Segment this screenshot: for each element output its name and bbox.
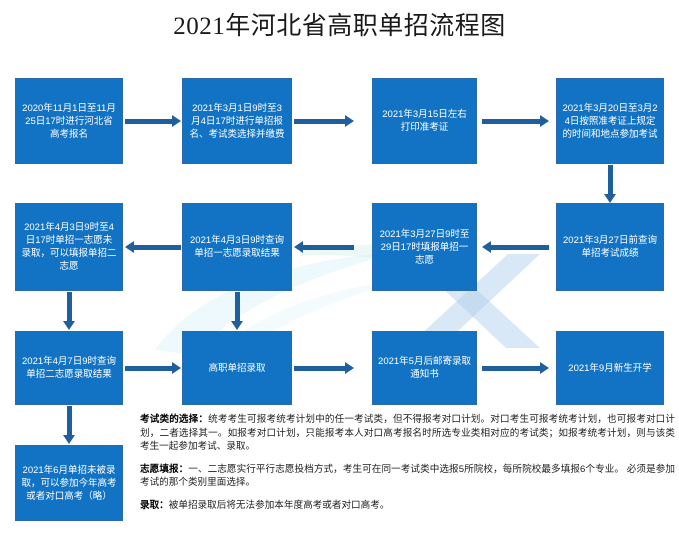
note-exam-type-selection-body: 统考考生可报考统考计划中的任一考试类，但不得报考对口计划。对口考生可报考统考计划… [140, 414, 675, 452]
arrow-n1-to-n2 [125, 112, 181, 130]
step-fill-first-choice-label: 2021年3月27日9时至29日17时填报单招一志愿 [379, 228, 470, 266]
note-admission-label: 录取： [140, 499, 169, 511]
note-application-filling: 志愿填报：一、二志愿实行平行志愿投档方式，考生可在同一考试类中选报5所院校，每所… [140, 463, 675, 490]
step-danzhao-registration-payment[interactable]: 2021年3月1日9时至3月4日17时进行单招报名、考试类选择并缴费 [182, 78, 292, 164]
step-check-exam-score-label: 2021年3月27日前查询单招考试成绩 [563, 235, 657, 259]
step-mail-admission-letter[interactable]: 2021年5月后邮寄录取通知书 [372, 331, 477, 405]
step-check-first-choice-result[interactable]: 2021年4月3日9时查询单招一志愿录取结果 [182, 203, 292, 291]
arrow-n9-to-n13 [60, 406, 78, 444]
step-new-student-enrollment[interactable]: 2021年9月新生开学 [556, 331, 664, 405]
step-fill-second-choice-label: 2021年4月3日9时至4日17时单招一志愿未录取，可以填报单招二志愿 [21, 222, 117, 272]
arrow-n11-to-n12 [482, 359, 549, 377]
step-attend-exam[interactable]: 2021年3月20日至3月24日按照准考证上规定的时间和地点参加考试 [556, 78, 664, 164]
step-fill-second-choice[interactable]: 2021年4月3日9时至4日17时单招一志愿未录取，可以填报单招二志愿 [15, 203, 123, 291]
step-mail-admission-letter-label: 2021年5月后邮寄录取通知书 [378, 356, 471, 380]
step-print-admission-ticket-label: 2021年3月15日左右打印准考证 [382, 109, 467, 133]
step-print-admission-ticket[interactable]: 2021年3月15日左右打印准考证 [372, 78, 477, 164]
arrow-n7-to-n6 [294, 238, 354, 256]
step-danzhao-registration-payment-label: 2021年3月1日9时至3月4日17时进行单招报名、考试类选择并缴费 [189, 102, 285, 140]
step-gaokao-registration[interactable]: 2020年11月1日至11月25日17时进行河北省高考报名 [15, 78, 123, 164]
step-check-first-choice-result-label: 2021年4月3日9时查询单招一志愿录取结果 [190, 235, 284, 259]
note-admission: 录取：被单招录取后将无法参加本年度高考或者对口高考。 [140, 499, 675, 513]
step-check-second-choice-result-label: 2021年4月7日9时查询单招二志愿录取结果 [22, 356, 116, 380]
note-application-filling-body: 一、二志愿实行平行志愿投档方式，考生可在同一考试类中选报5所院校，每所院校最多填… [140, 463, 675, 489]
arrow-n4-to-n8 [601, 165, 619, 203]
arrow-n9-to-n10 [125, 359, 181, 377]
step-attend-exam-label: 2021年3月20日至3月24日按照准考证上规定的时间和地点参加考试 [562, 102, 658, 140]
arrow-n3-to-n4 [482, 112, 549, 130]
notes-section: 考试类的选择：统考考生可报考统考计划中的任一考试类，但不得报考对口计划。对口考生… [140, 413, 675, 521]
step-check-exam-score[interactable]: 2021年3月27日前查询单招考试成绩 [556, 203, 664, 291]
arrow-n6-to-n5 [125, 238, 181, 256]
step-not-admitted-fallback-label: 2021年6月单招未被录取，可以参加今年高考或者对口高考（略） [21, 464, 117, 502]
note-exam-type-selection-label: 考试类的选择： [140, 414, 209, 425]
step-danzhao-admission[interactable]: 高职单招录取 [182, 331, 292, 405]
step-gaokao-registration-label: 2020年11月1日至11月25日17时进行河北省高考报名 [22, 102, 116, 140]
arrow-n8-to-n7 [482, 238, 549, 256]
step-not-admitted-fallback[interactable]: 2021年6月单招未被录取，可以参加今年高考或者对口高考（略） [15, 445, 123, 521]
step-danzhao-admission-label: 高职单招录取 [208, 362, 266, 374]
note-admission-body: 被单招录取后将无法参加本年度高考或者对口高考。 [168, 499, 390, 511]
arrow-n6-to-n10 [228, 292, 246, 330]
note-application-filling-label: 志愿填报： [140, 463, 189, 475]
note-exam-type-selection: 考试类的选择：统考考生可报考统考计划中的任一考试类，但不得报考对口计划。对口考生… [140, 413, 675, 454]
step-fill-first-choice[interactable]: 2021年3月27日9时至29日17时填报单招一志愿 [372, 203, 477, 291]
arrow-n5-to-n9 [60, 292, 78, 330]
arrow-n2-to-n3 [294, 112, 354, 130]
page-title: 2021年河北省高职单招流程图 [173, 13, 506, 40]
arrow-n10-to-n11 [294, 359, 354, 377]
step-check-second-choice-result[interactable]: 2021年4月7日9时查询单招二志愿录取结果 [15, 331, 123, 405]
step-new-student-enrollment-label: 2021年9月新生开学 [568, 362, 652, 374]
